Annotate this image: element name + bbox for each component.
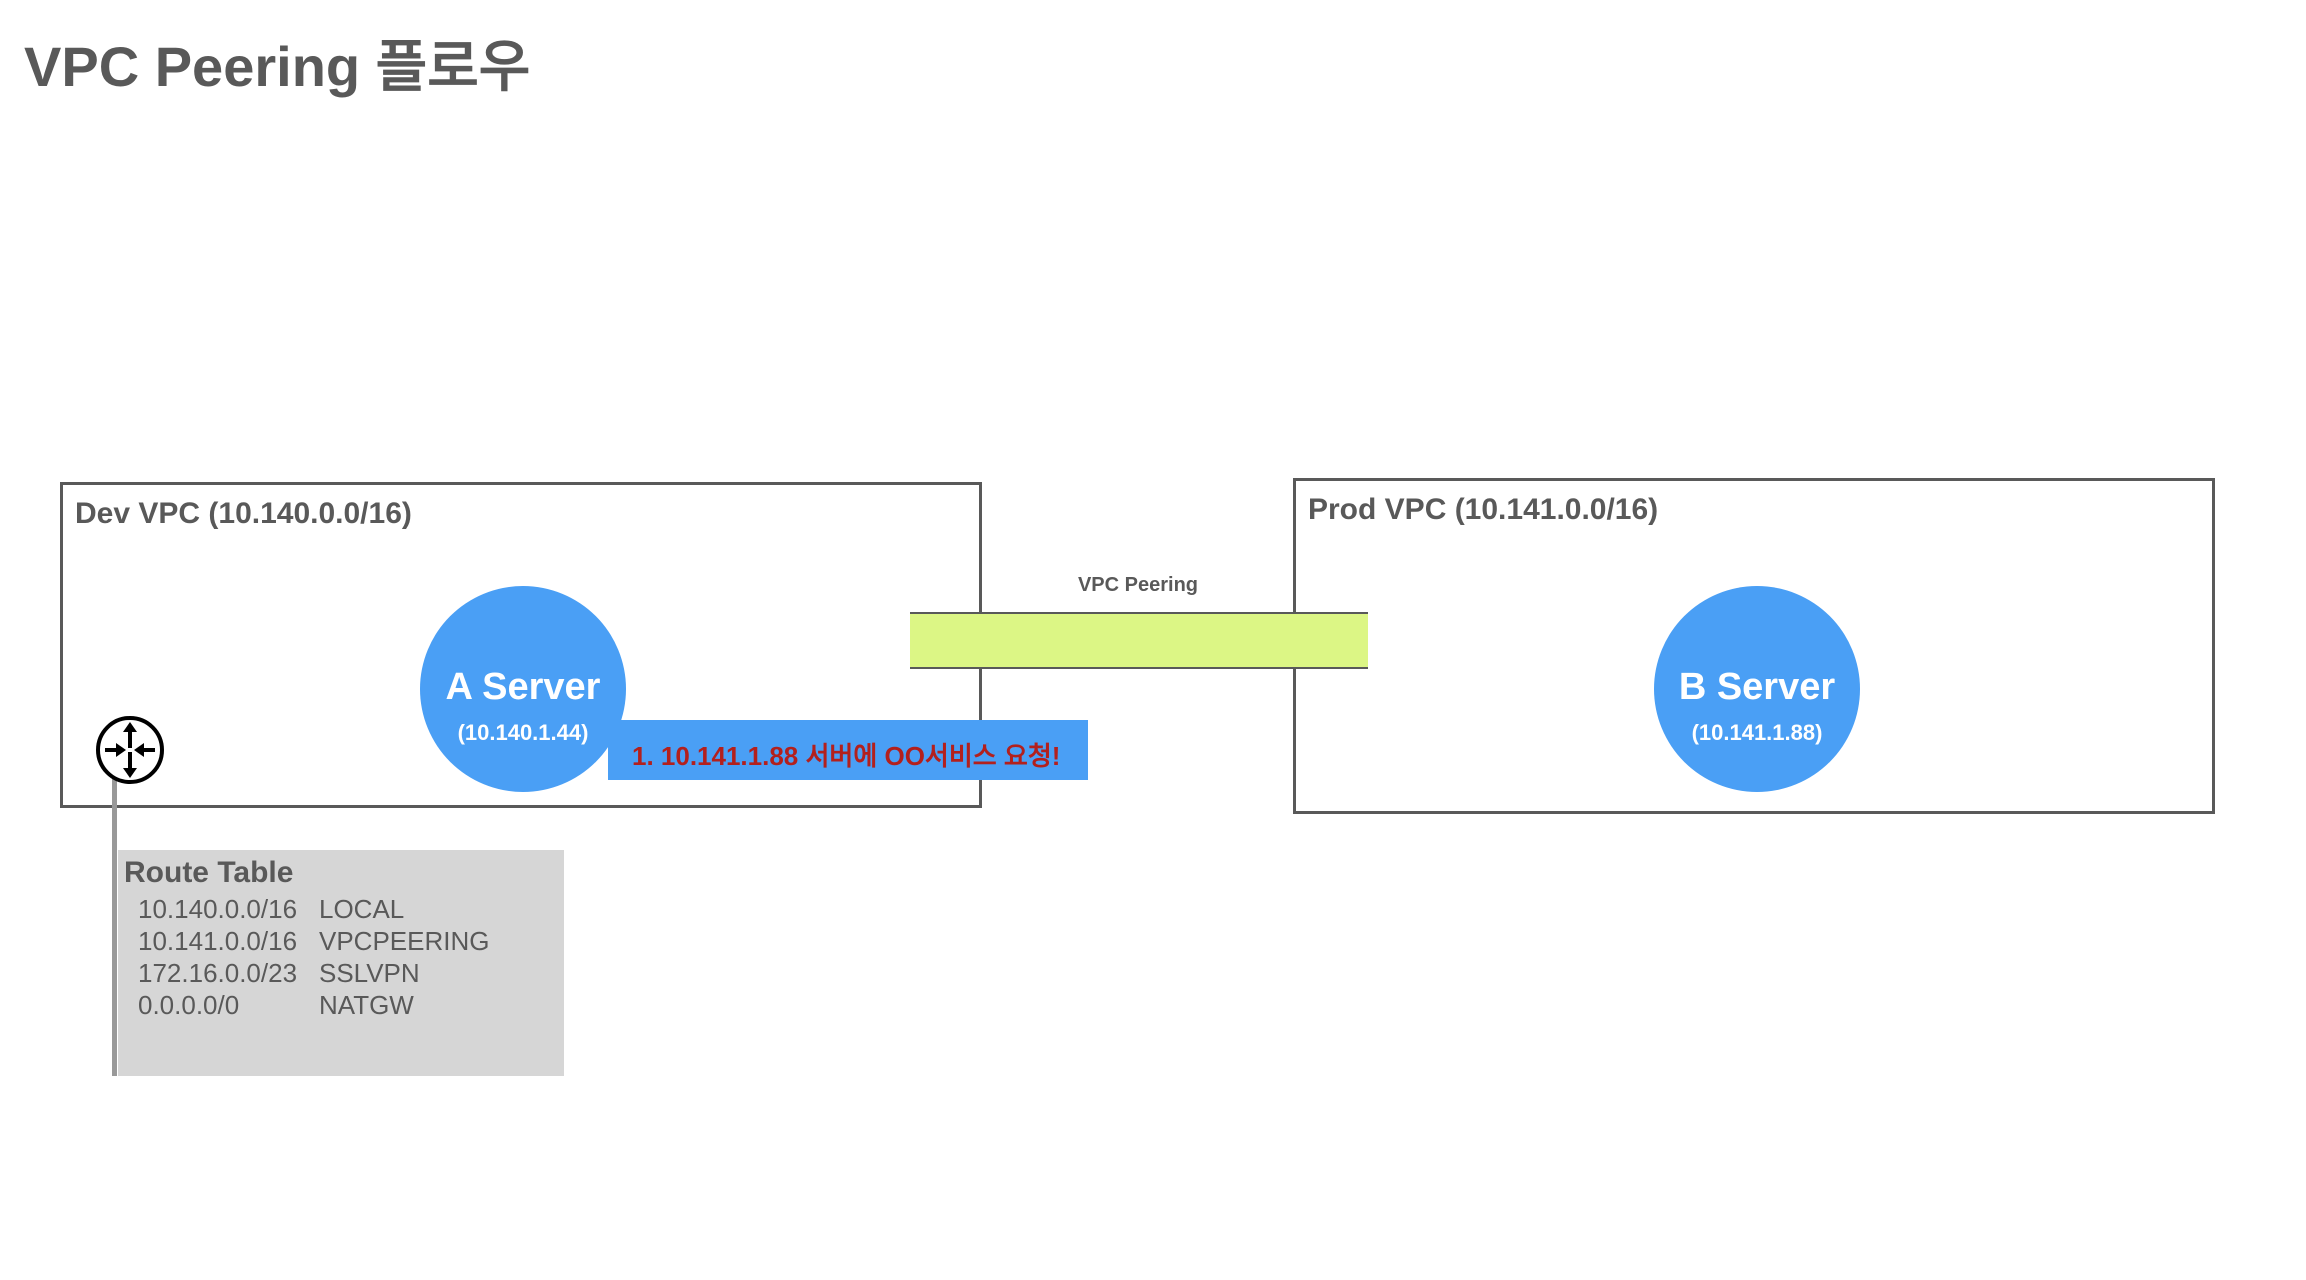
request-callout: 1. 10.141.1.88 서버에 OO서비스 요청! xyxy=(608,720,1088,780)
route-cidr: 10.140.0.0/16 xyxy=(138,894,298,924)
vpc-peering-connection xyxy=(910,612,1368,669)
b-server-ip: (10.141.1.88) xyxy=(1691,720,1823,745)
a-server-name: A Server xyxy=(445,666,601,708)
request-callout-text: 1. 10.141.1.88 서버에 OO서비스 요청! xyxy=(632,741,1061,771)
b-server-name: B Server xyxy=(1678,666,1836,708)
route-cidr: 0.0.0.0/0 xyxy=(138,990,240,1020)
a-server-ip: (10.140.1.44) xyxy=(457,720,589,745)
prod-vpc-label: Prod VPC (10.141.0.0/16) xyxy=(1308,493,1659,526)
route-table: Route Table 10.140.0.0/16 LOCAL 10.141.0… xyxy=(118,850,564,1076)
vpc-peering-label: VPC Peering xyxy=(1077,574,1199,596)
route-cidr: 172.16.0.0/23 xyxy=(138,958,298,988)
a-server-node: A Server (10.140.1.44) xyxy=(420,586,626,792)
page-title: VPC Peering 플로우 xyxy=(24,35,531,98)
route-target: SSLVPN xyxy=(319,958,420,988)
route-target: LOCAL xyxy=(319,894,405,924)
route-target: NATGW xyxy=(319,990,414,1020)
dev-vpc-label: Dev VPC (10.140.0.0/16) xyxy=(75,497,412,530)
b-server-node: B Server (10.141.1.88) xyxy=(1654,586,1860,792)
router-connector-line xyxy=(112,770,117,1076)
router-icon xyxy=(95,715,165,785)
route-table-title: Route Table xyxy=(124,856,294,889)
route-cidr: 10.141.0.0/16 xyxy=(138,926,298,956)
route-target: VPCPEERING xyxy=(319,926,490,956)
